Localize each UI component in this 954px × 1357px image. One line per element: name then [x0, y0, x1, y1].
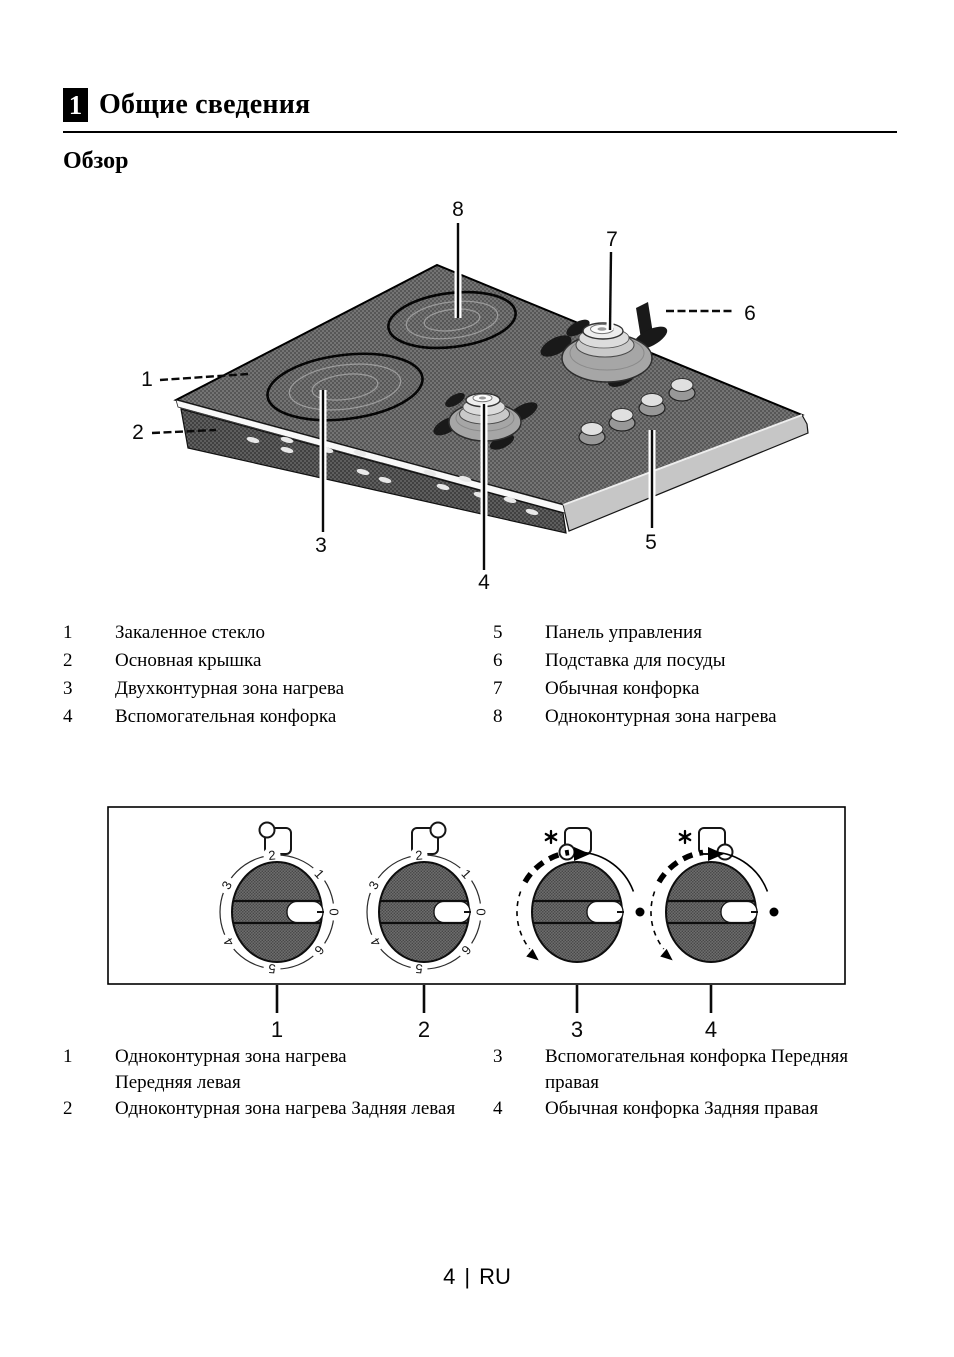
vent-holes	[246, 436, 539, 516]
glass-edge-highlight	[175, 399, 566, 514]
spark-icon	[678, 829, 692, 845]
figure-callouts: 8 7 6 1 2 3 4 5	[132, 198, 756, 594]
svg-text:5: 5	[268, 961, 277, 977]
section-title: Обзор	[63, 148, 129, 174]
figure-callout-3: 3	[315, 534, 327, 557]
knob-callout-3: 3	[571, 1017, 583, 1042]
figure-callout-6: 6	[744, 302, 756, 325]
figure-callout-2: 2	[132, 421, 144, 444]
page-footer: 4 | RU	[0, 1264, 954, 1290]
svg-text:2: 2	[268, 847, 277, 863]
spark-icon	[544, 829, 558, 845]
svg-text:0: 0	[327, 908, 342, 915]
figure-callout-1: 1	[141, 368, 153, 391]
glass-front-right-edge	[562, 414, 803, 506]
svg-text:2: 2	[415, 847, 424, 863]
ignition-dot	[769, 907, 779, 917]
chapter-title: Общие сведения	[99, 89, 311, 120]
normal-burner	[540, 302, 668, 387]
chapter-number: 1	[68, 89, 83, 120]
chapter-header: 1 Общие сведения	[63, 88, 897, 133]
burner-knob-1[interactable]: 0 1 2 3 4 5 6	[218, 846, 343, 978]
burner-knob-3[interactable]	[516, 847, 645, 964]
figure-callout-7: 7	[606, 228, 618, 251]
cooktop-overview-figure: 8 7 6 1 2 3 4 5	[0, 190, 954, 620]
footer-separator: |	[464, 1264, 471, 1289]
knob-callouts: 1 2 3 4	[271, 985, 717, 1042]
control-panel-knobs	[578, 378, 696, 446]
chapter-number-box: 1	[63, 88, 88, 122]
ignition-dot	[635, 907, 645, 917]
burner-knob-2[interactable]: 0 1 2 3 4 5 6	[365, 846, 490, 978]
language-code: RU	[479, 1264, 511, 1289]
figure-callout-5: 5	[645, 531, 657, 554]
knob-callout-2: 2	[418, 1017, 430, 1042]
knob-panel-figure: 0 1 2 3 4 5 6 0	[107, 806, 847, 1046]
body-front-face	[180, 408, 567, 534]
cooktop-illustration: 8 7 6 1 2 3 4 5	[132, 198, 809, 594]
svg-text:0: 0	[474, 908, 489, 915]
figure-callout-4: 4	[478, 571, 490, 594]
svg-text:5: 5	[415, 961, 424, 977]
knob-callout-1: 1	[271, 1017, 283, 1042]
knob-panel-illustration: 0 1 2 3 4 5 6 0	[107, 806, 846, 1042]
page-number: 4	[443, 1264, 456, 1289]
single-circuit-zone	[387, 290, 517, 350]
burner-knob-4[interactable]	[650, 847, 779, 964]
figure-callout-8: 8	[452, 198, 464, 221]
double-circuit-zone	[266, 352, 424, 422]
knob-callout-4: 4	[705, 1017, 717, 1042]
